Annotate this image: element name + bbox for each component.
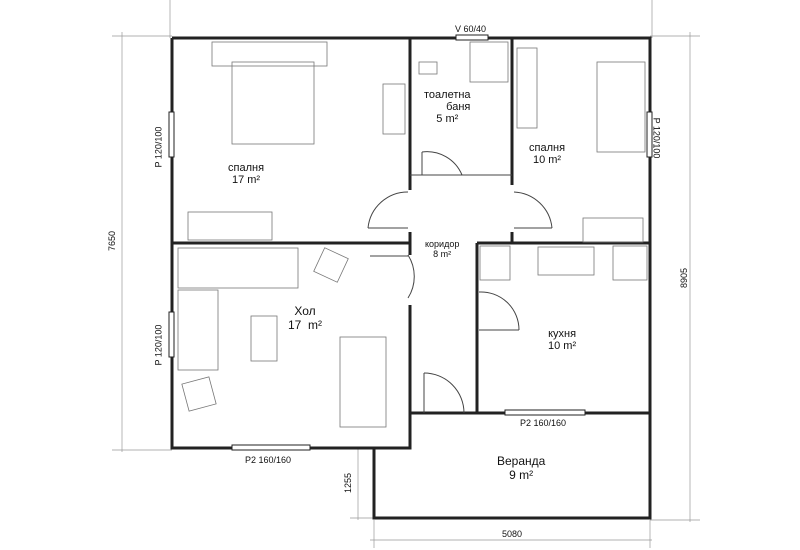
double-bed [231, 61, 315, 145]
desk-right [582, 217, 644, 243]
room-name-2: баня [446, 101, 471, 113]
sink [537, 246, 595, 276]
room-name: спалня [529, 142, 566, 154]
room-area: 8 m² [433, 249, 452, 259]
room-name: спалня [228, 162, 265, 174]
veranda-depth-dimension: 1255 [343, 472, 354, 494]
room-area: 17 m² [231, 174, 261, 186]
kitchen-door-label: P2 160/160 [520, 418, 567, 428]
door-swings [367, 151, 553, 414]
toilet [418, 61, 438, 75]
sofa-side [177, 289, 219, 371]
bath-window-label: V 60/40 [455, 24, 487, 34]
room-area: 10 m² [532, 154, 562, 166]
desk-left [382, 83, 406, 135]
living-door-label: P2 160/160 [245, 455, 292, 465]
wardrobe-right [516, 47, 538, 129]
windows [168, 34, 653, 451]
dimension-lines [112, 0, 700, 548]
shower [469, 41, 509, 83]
right-height-dimension: 8905 [679, 267, 690, 289]
single-bed [596, 61, 646, 153]
room-name: Хол [294, 304, 316, 318]
coffee-table [250, 315, 278, 362]
room-name: тоалетна [424, 89, 471, 101]
veranda-width-dimension: 5080 [502, 529, 523, 539]
stove [612, 245, 648, 281]
left-window-top-label: P 120/100 [153, 126, 164, 168]
sofa-back [177, 247, 299, 289]
room-area: 9 m² [509, 468, 534, 482]
dining-table [339, 336, 387, 428]
armchair [313, 247, 349, 283]
room-area: 17 m² [288, 318, 323, 332]
fridge [479, 245, 511, 281]
room-area: 5 m² [436, 113, 459, 125]
room-name: коридор [425, 239, 460, 249]
room-name: Веранда [497, 454, 546, 468]
armchair-2 [181, 376, 217, 412]
furniture [177, 41, 648, 428]
wardrobe-left [187, 211, 273, 241]
room-name: кухня [548, 328, 577, 340]
right-window-label: P 120/100 [651, 117, 662, 159]
nightstands [211, 41, 328, 67]
room-area: 10 m² [548, 340, 577, 352]
left-window-bottom-label: P 120/100 [153, 324, 164, 366]
total-height-dimension: 7650 [107, 230, 118, 252]
walls [170, 36, 652, 520]
